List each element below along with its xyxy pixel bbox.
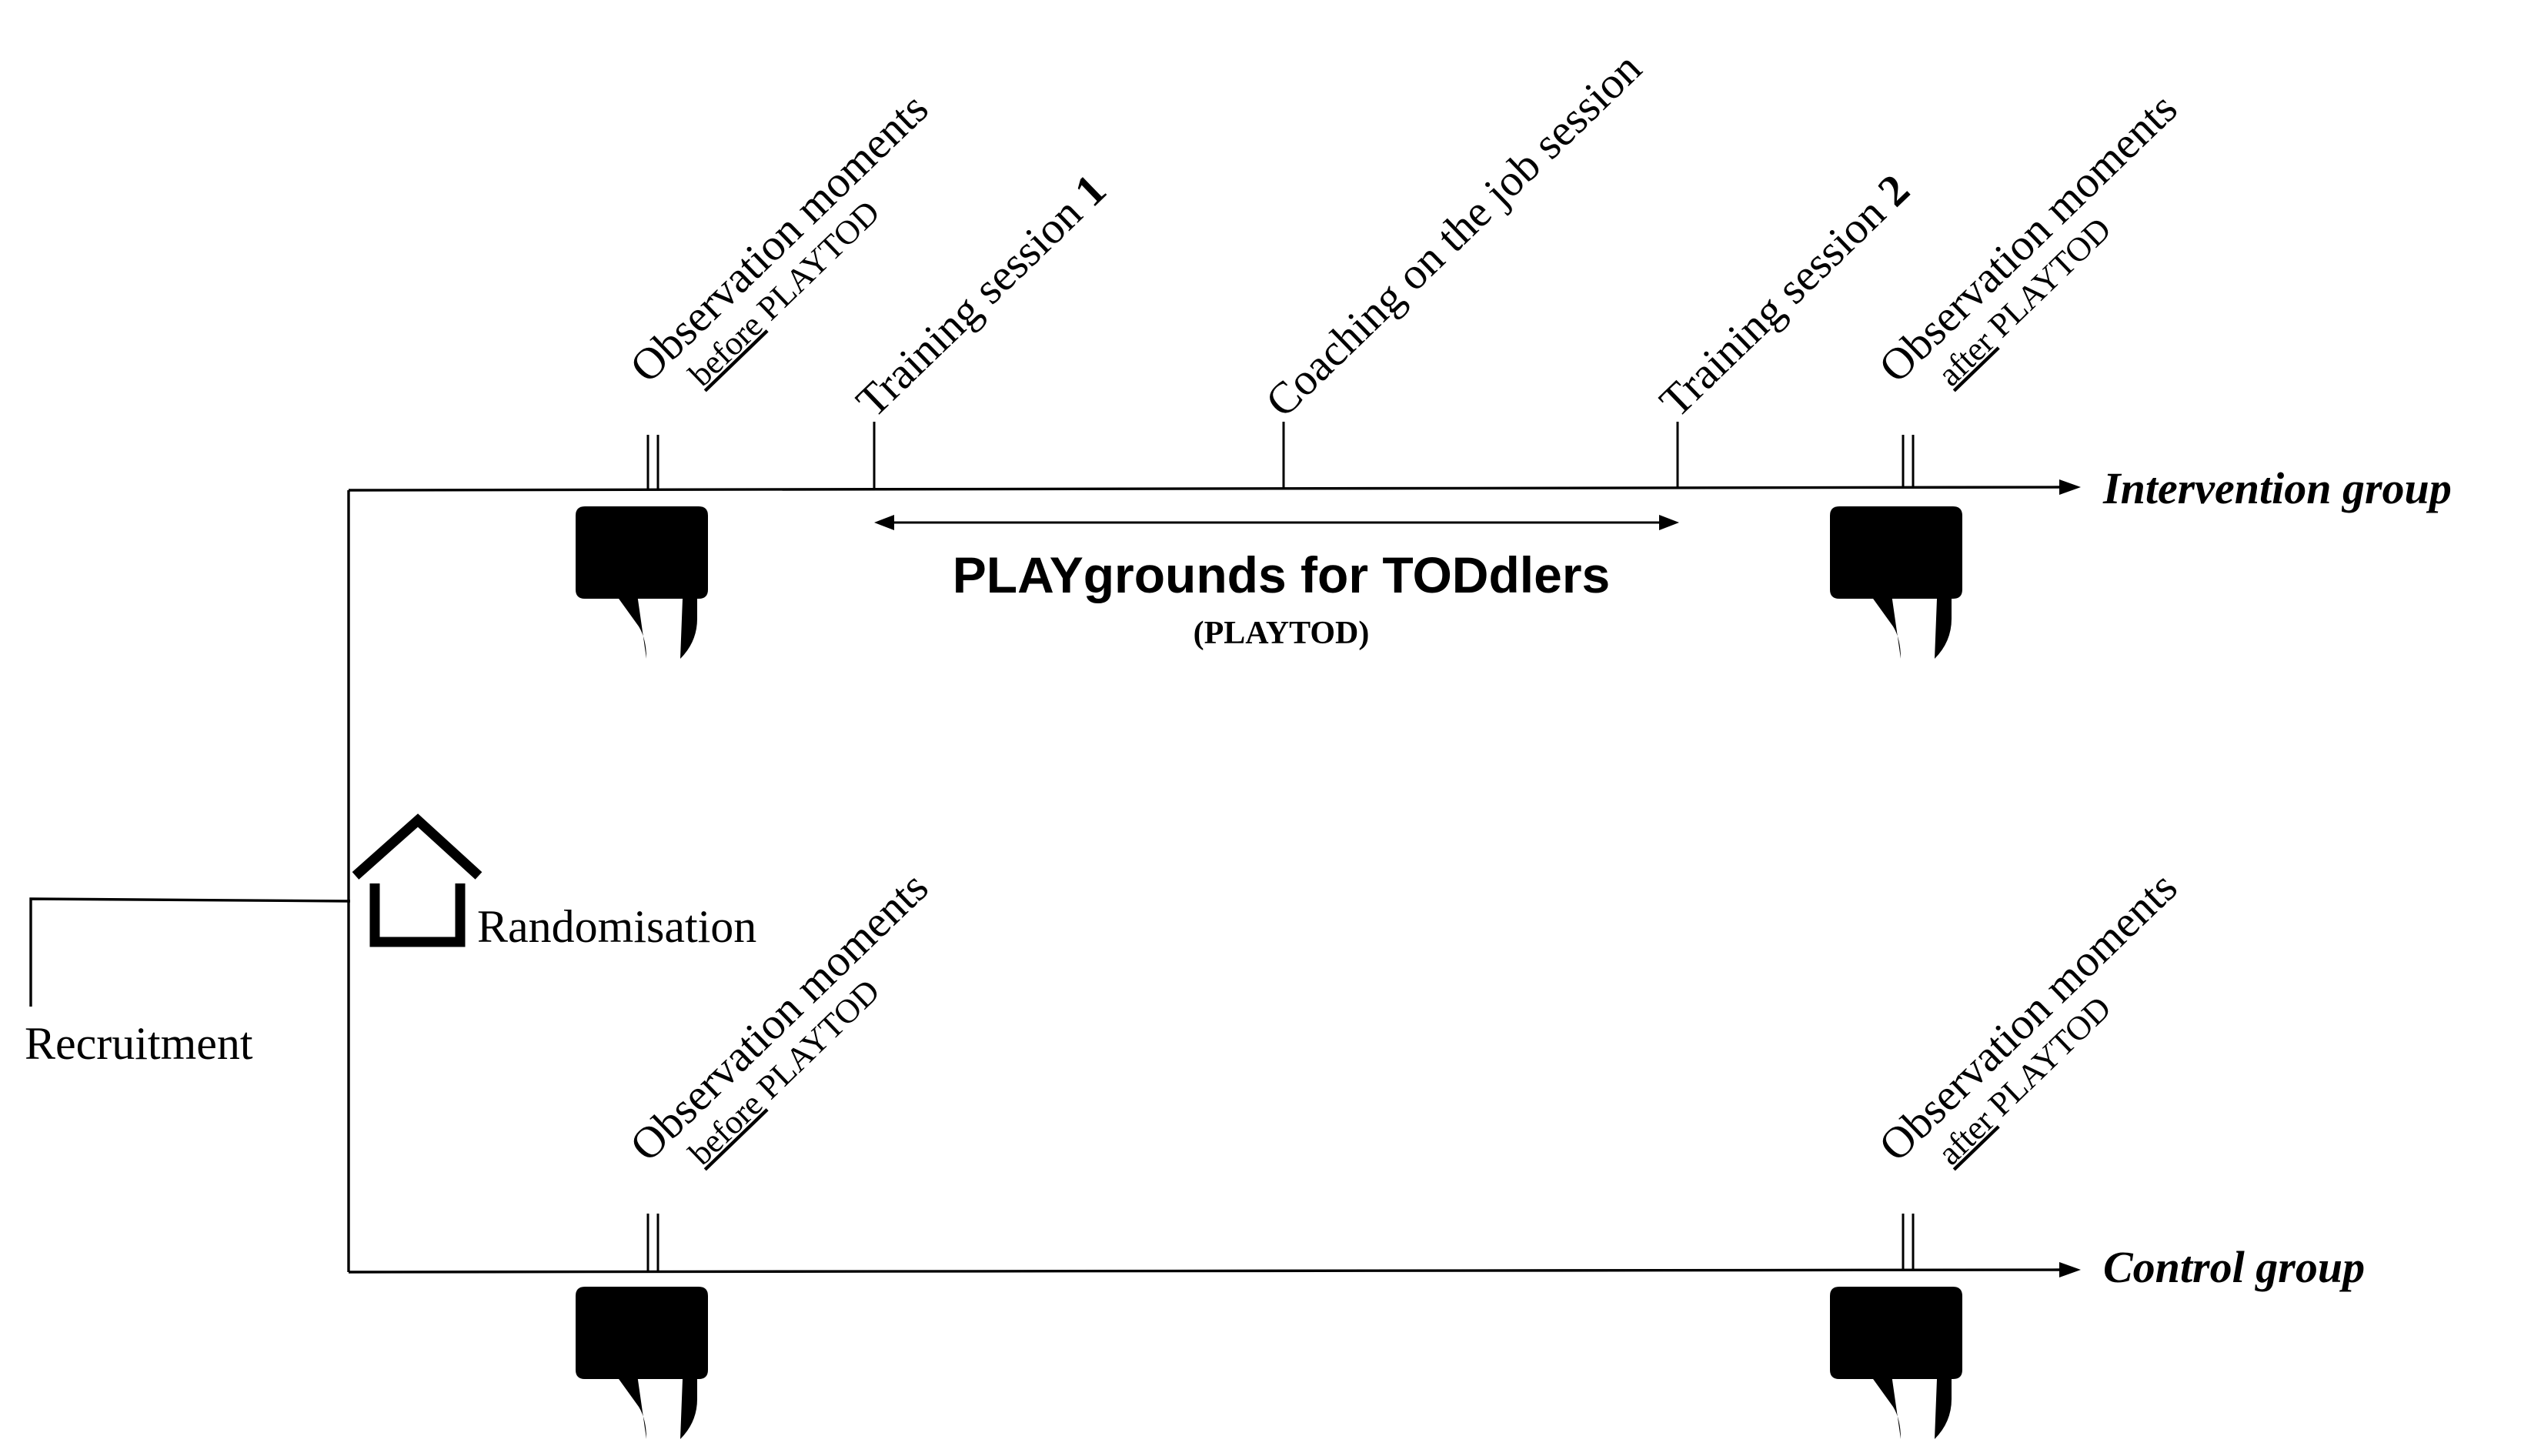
intervention-arrow-head-icon [2059, 479, 2081, 495]
control-arrow-head-icon [2059, 1262, 2081, 1277]
tablet-touch-icon [576, 1287, 708, 1439]
observation-marker-after-control [1902, 1214, 1915, 1271]
observation-marker-before-control [646, 1214, 659, 1271]
training-session-1: Training session 1 [846, 165, 1116, 489]
training-session-2: Training session 2 [1650, 165, 1919, 488]
svg-text:Observation moments: Observation moments [1869, 83, 2186, 392]
tablet-touch-icon [1830, 506, 1962, 659]
arrow-head-icon [1659, 515, 1679, 530]
control-timeline [348, 1268, 2062, 1274]
control-group-label: Control group [2103, 1242, 2365, 1292]
program-title: PLAYgrounds for TODdlers [953, 546, 1610, 603]
intervention-timeline [348, 486, 2062, 492]
recruitment-label: Recruitment [25, 1018, 253, 1069]
observation-label-after-intervention: Observation moments after PLAYTOD [1869, 83, 2186, 393]
svg-text:Coaching on the job session: Coaching on the job session [1256, 42, 1651, 426]
program-abbreviation: (PLAYTOD) [1194, 616, 1370, 651]
randomisation-label: Randomisation [477, 901, 756, 952]
coaching-session: Coaching on the job session [1256, 42, 1651, 489]
tablet-touch-icon [576, 506, 708, 659]
house-icon [352, 813, 482, 947]
arrow-head-icon [874, 515, 894, 530]
tablet-touch-icon [1830, 1287, 1962, 1439]
observation-label-after-control: Observation moments after PLAYTOD [1869, 862, 2186, 1172]
observation-marker-after-intervention [1902, 435, 1915, 488]
playtod-span-arrow [874, 515, 1679, 530]
observation-marker-before-intervention [646, 435, 659, 489]
intervention-group-label: Intervention group [2102, 463, 2452, 513]
svg-text:Training session 2: Training session 2 [1650, 165, 1919, 427]
recruitment-branch: Recruitment [25, 897, 351, 1069]
svg-text:Training session 1: Training session 1 [846, 165, 1116, 427]
svg-text:Observation moments: Observation moments [620, 83, 937, 392]
svg-text:Observation moments: Observation moments [1869, 862, 2186, 1170]
